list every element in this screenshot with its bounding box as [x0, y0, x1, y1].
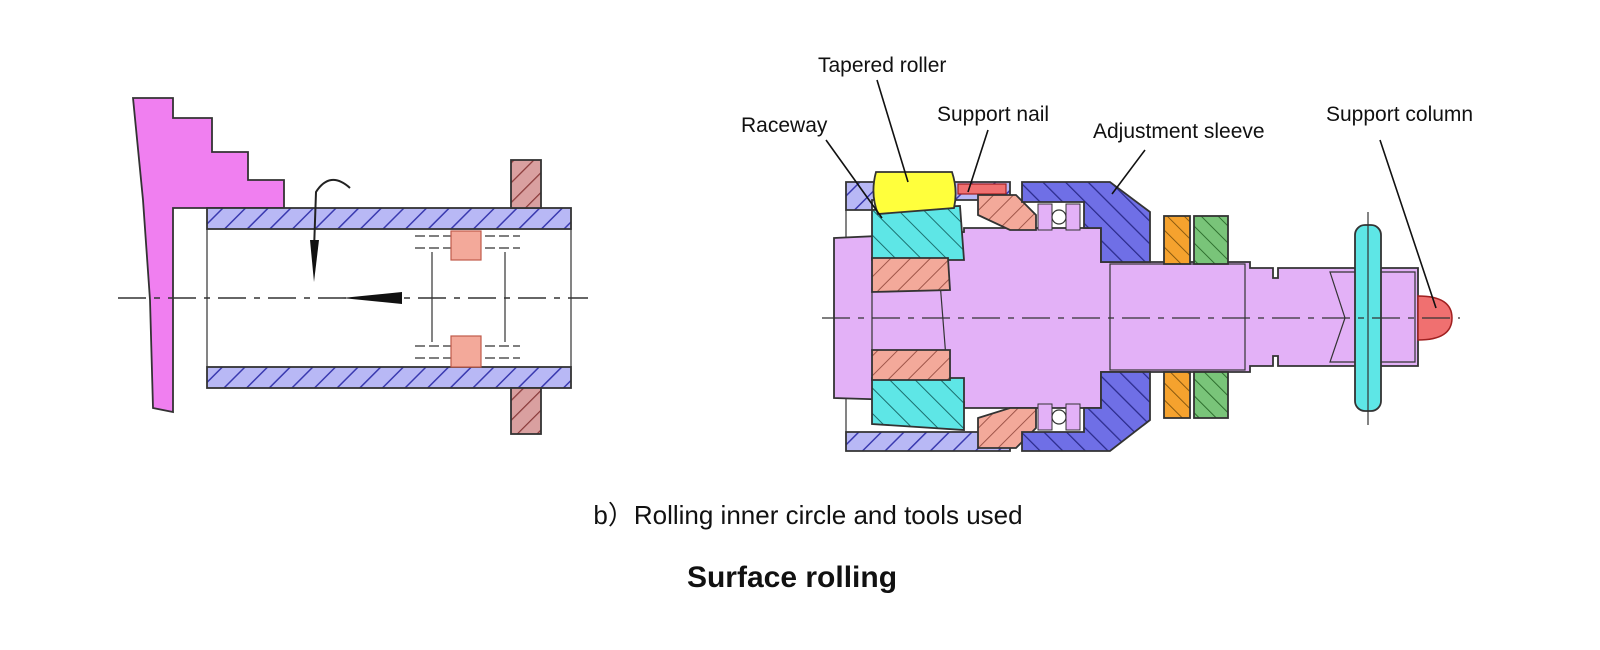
adjustment-sleeve-bottom	[1021, 371, 1151, 452]
roller-top	[450, 230, 482, 261]
washer-top	[1193, 215, 1229, 265]
washer-bottom	[1193, 371, 1229, 419]
housing-bottom	[845, 431, 1011, 452]
pipe-wall-bottom	[206, 366, 572, 389]
leader-lines	[825, 79, 1437, 309]
raceway-bottom	[871, 377, 965, 431]
bearing-top	[1037, 203, 1081, 231]
bearing-bottom	[1037, 403, 1081, 431]
figure-title: Surface rolling	[687, 561, 897, 594]
label-raceway: Raceway	[741, 114, 828, 137]
chuck-jaw	[132, 97, 285, 414]
roller-bottom	[450, 335, 482, 368]
steady-rest-bottom	[510, 387, 542, 435]
rotation-arrow	[313, 179, 351, 251]
cage-top	[977, 194, 1037, 231]
tapered-roller	[872, 171, 957, 215]
feed-arrow	[342, 292, 402, 304]
lock-nut-top	[1163, 215, 1191, 265]
left-diagram	[118, 97, 588, 435]
label-support-nail: Support nail	[937, 103, 1049, 126]
steady-rest-top	[510, 159, 542, 209]
label-tapered-roller: Tapered roller	[818, 54, 946, 77]
label-support-column: Support column	[1326, 103, 1473, 126]
rolling-tool-left	[415, 230, 520, 368]
inner-sleeve-top	[871, 257, 951, 293]
figure-caption: b）Rolling inner circle and tools used	[593, 500, 1022, 530]
lock-nut-bottom	[1163, 371, 1191, 419]
pipe-wall-top	[206, 207, 572, 230]
adjustment-sleeve-top	[1021, 181, 1151, 263]
label-adjustment-sleeve: Adjustment sleeve	[1093, 120, 1265, 143]
right-diagram	[822, 171, 1460, 452]
support-nail	[957, 183, 1007, 195]
inner-sleeve-bottom	[871, 349, 951, 381]
